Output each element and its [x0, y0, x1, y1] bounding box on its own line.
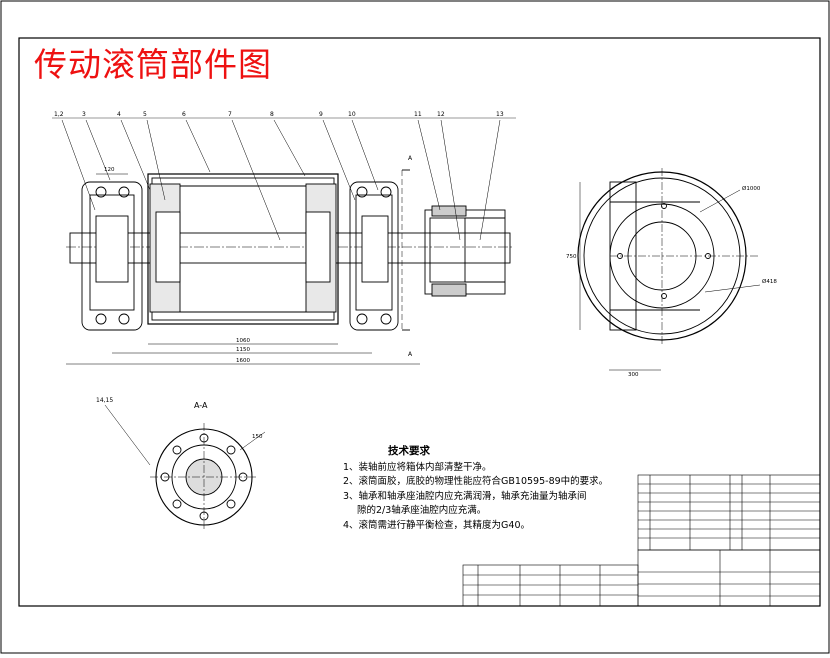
dimension-end-height: 750 — [566, 254, 577, 260]
part-number-8: 8 — [270, 111, 274, 118]
part-number-1-2: 1,2 — [54, 111, 64, 118]
end-view-dimensions: Ø1000 Ø418 750 300 — [566, 185, 777, 378]
technical-requirements: 技术要求 1、装轴前应将箱体内部清整干净。 2、滚筒面胶，底胶的物理性能应符合G… — [343, 444, 608, 533]
part-number-3: 3 — [82, 111, 86, 118]
main-view — [52, 117, 516, 365]
part-number-labels: 1,2 3 4 5 6 7 8 9 10 11 12 13 A A — [54, 111, 504, 358]
section-mark-bottom: A — [408, 351, 413, 358]
part-number-9: 9 — [319, 111, 323, 118]
dimension-bearing-top: 120 — [104, 167, 115, 173]
dimension-flange: 150 — [252, 434, 263, 440]
requirement-item-2: 2、滚筒面胶，底胶的物理性能应符合GB10595-89中的要求。 — [343, 476, 609, 487]
inner-frame — [18, 37, 821, 607]
part-number-7: 7 — [228, 111, 232, 118]
requirement-item-4: 4、滚筒需进行静平衡检查，其精度为G40。 — [343, 519, 530, 531]
dimension-dia-small: Ø418 — [762, 278, 777, 285]
end-view — [577, 168, 761, 371]
requirement-item-1: 1、装轴前应将箱体内部清整干净。 — [343, 461, 492, 473]
section-mark-top: A — [408, 155, 413, 162]
part-number-11: 11 — [414, 111, 422, 118]
part-number-13: 13 — [496, 111, 504, 118]
dimension-length-mid: 1150 — [236, 347, 250, 353]
title-block — [637, 549, 821, 607]
parts-list-table — [637, 474, 821, 551]
main-view-dimensions: 120 1060 1150 1600 — [104, 167, 250, 364]
revision-table — [462, 564, 639, 607]
drawing-title: 传动滚筒部件图 — [34, 45, 272, 84]
dimension-length-inner: 1060 — [236, 338, 250, 344]
section-view — [104, 404, 266, 531]
part-number-4: 4 — [117, 111, 121, 118]
requirement-item-3-continued: 隙的2/3轴承座油腔内应充满。 — [357, 505, 487, 516]
section-title: A-A — [194, 401, 208, 410]
dimension-dia-large: Ø1000 — [742, 185, 761, 192]
requirement-item-3: 3、轴承和轴承座油腔内应充满润滑，轴承充油量为轴承间 — [343, 490, 587, 502]
part-number-12: 12 — [437, 111, 445, 118]
dimension-length-total: 1600 — [236, 358, 250, 364]
technical-requirements-heading: 技术要求 — [388, 445, 430, 457]
part-number-6: 6 — [182, 111, 186, 118]
section-labels: 14,15 A-A 150 — [96, 397, 263, 440]
dimension-end-width: 300 — [628, 372, 639, 378]
part-number-10: 10 — [348, 111, 356, 118]
part-number-5: 5 — [143, 111, 147, 118]
section-part-numbers: 14,15 — [96, 397, 113, 404]
